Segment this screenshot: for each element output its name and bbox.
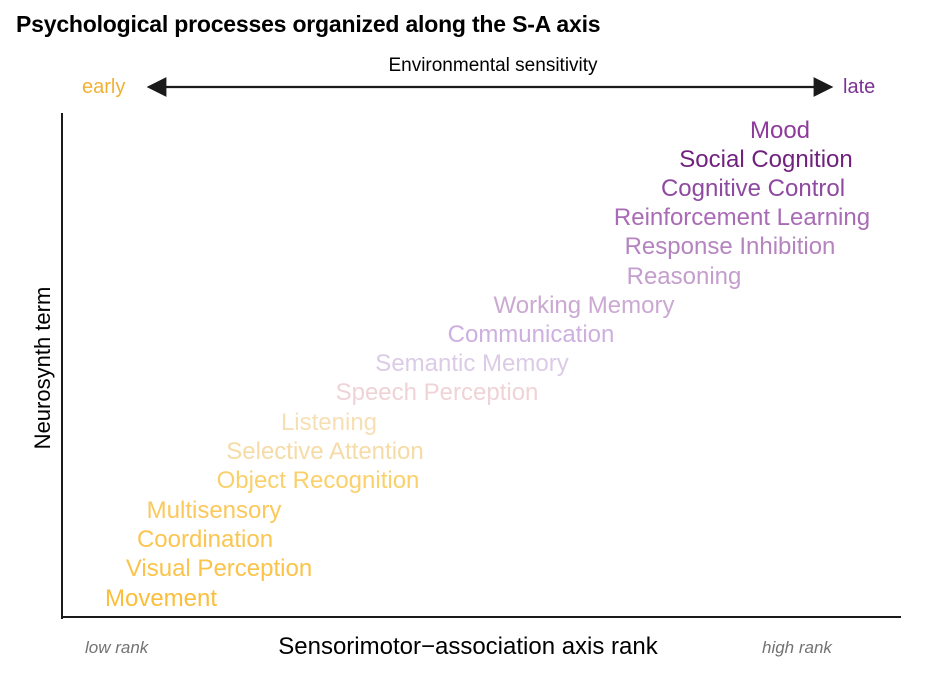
term-label: Coordination: [136, 526, 274, 553]
y-axis-line: [61, 113, 63, 619]
sensitivity-axis-label-text: Environmental sensitivity: [388, 55, 598, 76]
x-axis-low-rank-annotation: low rank: [85, 638, 149, 657]
y-axis-title: Neurosynth term: [30, 286, 55, 450]
term-label: Mood: [749, 117, 811, 144]
term-label: Selective Attention: [226, 438, 424, 465]
term-label: Multisensory: [146, 497, 282, 524]
term-label: Communication: [447, 321, 615, 348]
term-label: Social Cognition: [679, 146, 853, 173]
term-label: Reinforcement Learning: [613, 204, 871, 231]
term-label: Response Inhibition: [624, 233, 836, 260]
x-axis-title: Sensorimotor−association axis rank: [0, 633, 926, 661]
term-label: Working Memory: [493, 292, 675, 319]
late-endpoint-label: late: [843, 76, 876, 98]
x-axis-line: [61, 616, 901, 618]
term-label: Reasoning: [626, 263, 742, 290]
term-label: Speech Perception: [335, 379, 539, 406]
term-label: Semantic Memory: [375, 350, 569, 377]
term-label: Visual Perception: [125, 555, 313, 582]
term-label: Movement: [104, 585, 218, 612]
x-axis-high-rank-annotation: high rank: [762, 638, 832, 657]
plot-area: [61, 113, 900, 617]
x-axis-title-text: Sensorimotor−association axis rank: [278, 633, 658, 660]
term-label: Listening: [280, 409, 378, 436]
page-title: Psychological processes organized along …: [16, 11, 601, 37]
term-label: Object Recognition: [216, 467, 420, 494]
double-headed-arrow-icon: [146, 77, 834, 97]
sensitivity-axis-label: Environmental sensitivity: [0, 55, 926, 77]
term-label: Cognitive Control: [660, 175, 846, 202]
early-endpoint-label: early: [82, 76, 126, 98]
